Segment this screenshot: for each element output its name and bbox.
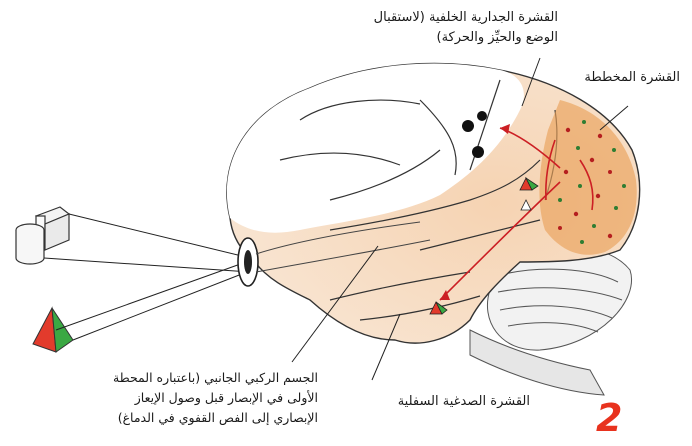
striate-cortex-region [539, 100, 636, 255]
label-lateral-geniculate-body: الجسم الركبي الجانبي (باعتباره المحطة ال… [88, 368, 318, 428]
cube-cylinder-objects [16, 207, 69, 264]
label-line: الأولى في الإبصار قبل وصول الإيعاز [88, 388, 318, 408]
label-line: الإبصاري إلى الفص القفوي في الدماغ) [88, 408, 318, 428]
sight-lines [44, 214, 252, 340]
label-line: القشرة الصدغية السفلية [350, 392, 530, 412]
label-inferotemporal-cortex: القشرة الصدغية السفلية [350, 392, 530, 412]
pyramid-object [33, 308, 73, 352]
label-line: القشرة المخططة [540, 68, 680, 88]
eye [238, 238, 258, 286]
label-posterior-parietal-cortex: القشرة الجدارية الخلفية (لاستقبال الوضع … [318, 8, 558, 48]
label-line: الوضع والحيِّز والحركة) [318, 28, 558, 48]
label-line: الجسم الركبي الجانبي (باعتباره المحطة [88, 368, 318, 388]
label-striate-cortex: القشرة المخططة [540, 68, 680, 88]
figure-number: 2 [596, 398, 622, 438]
label-line: القشرة الجدارية الخلفية (لاستقبال [318, 8, 558, 28]
